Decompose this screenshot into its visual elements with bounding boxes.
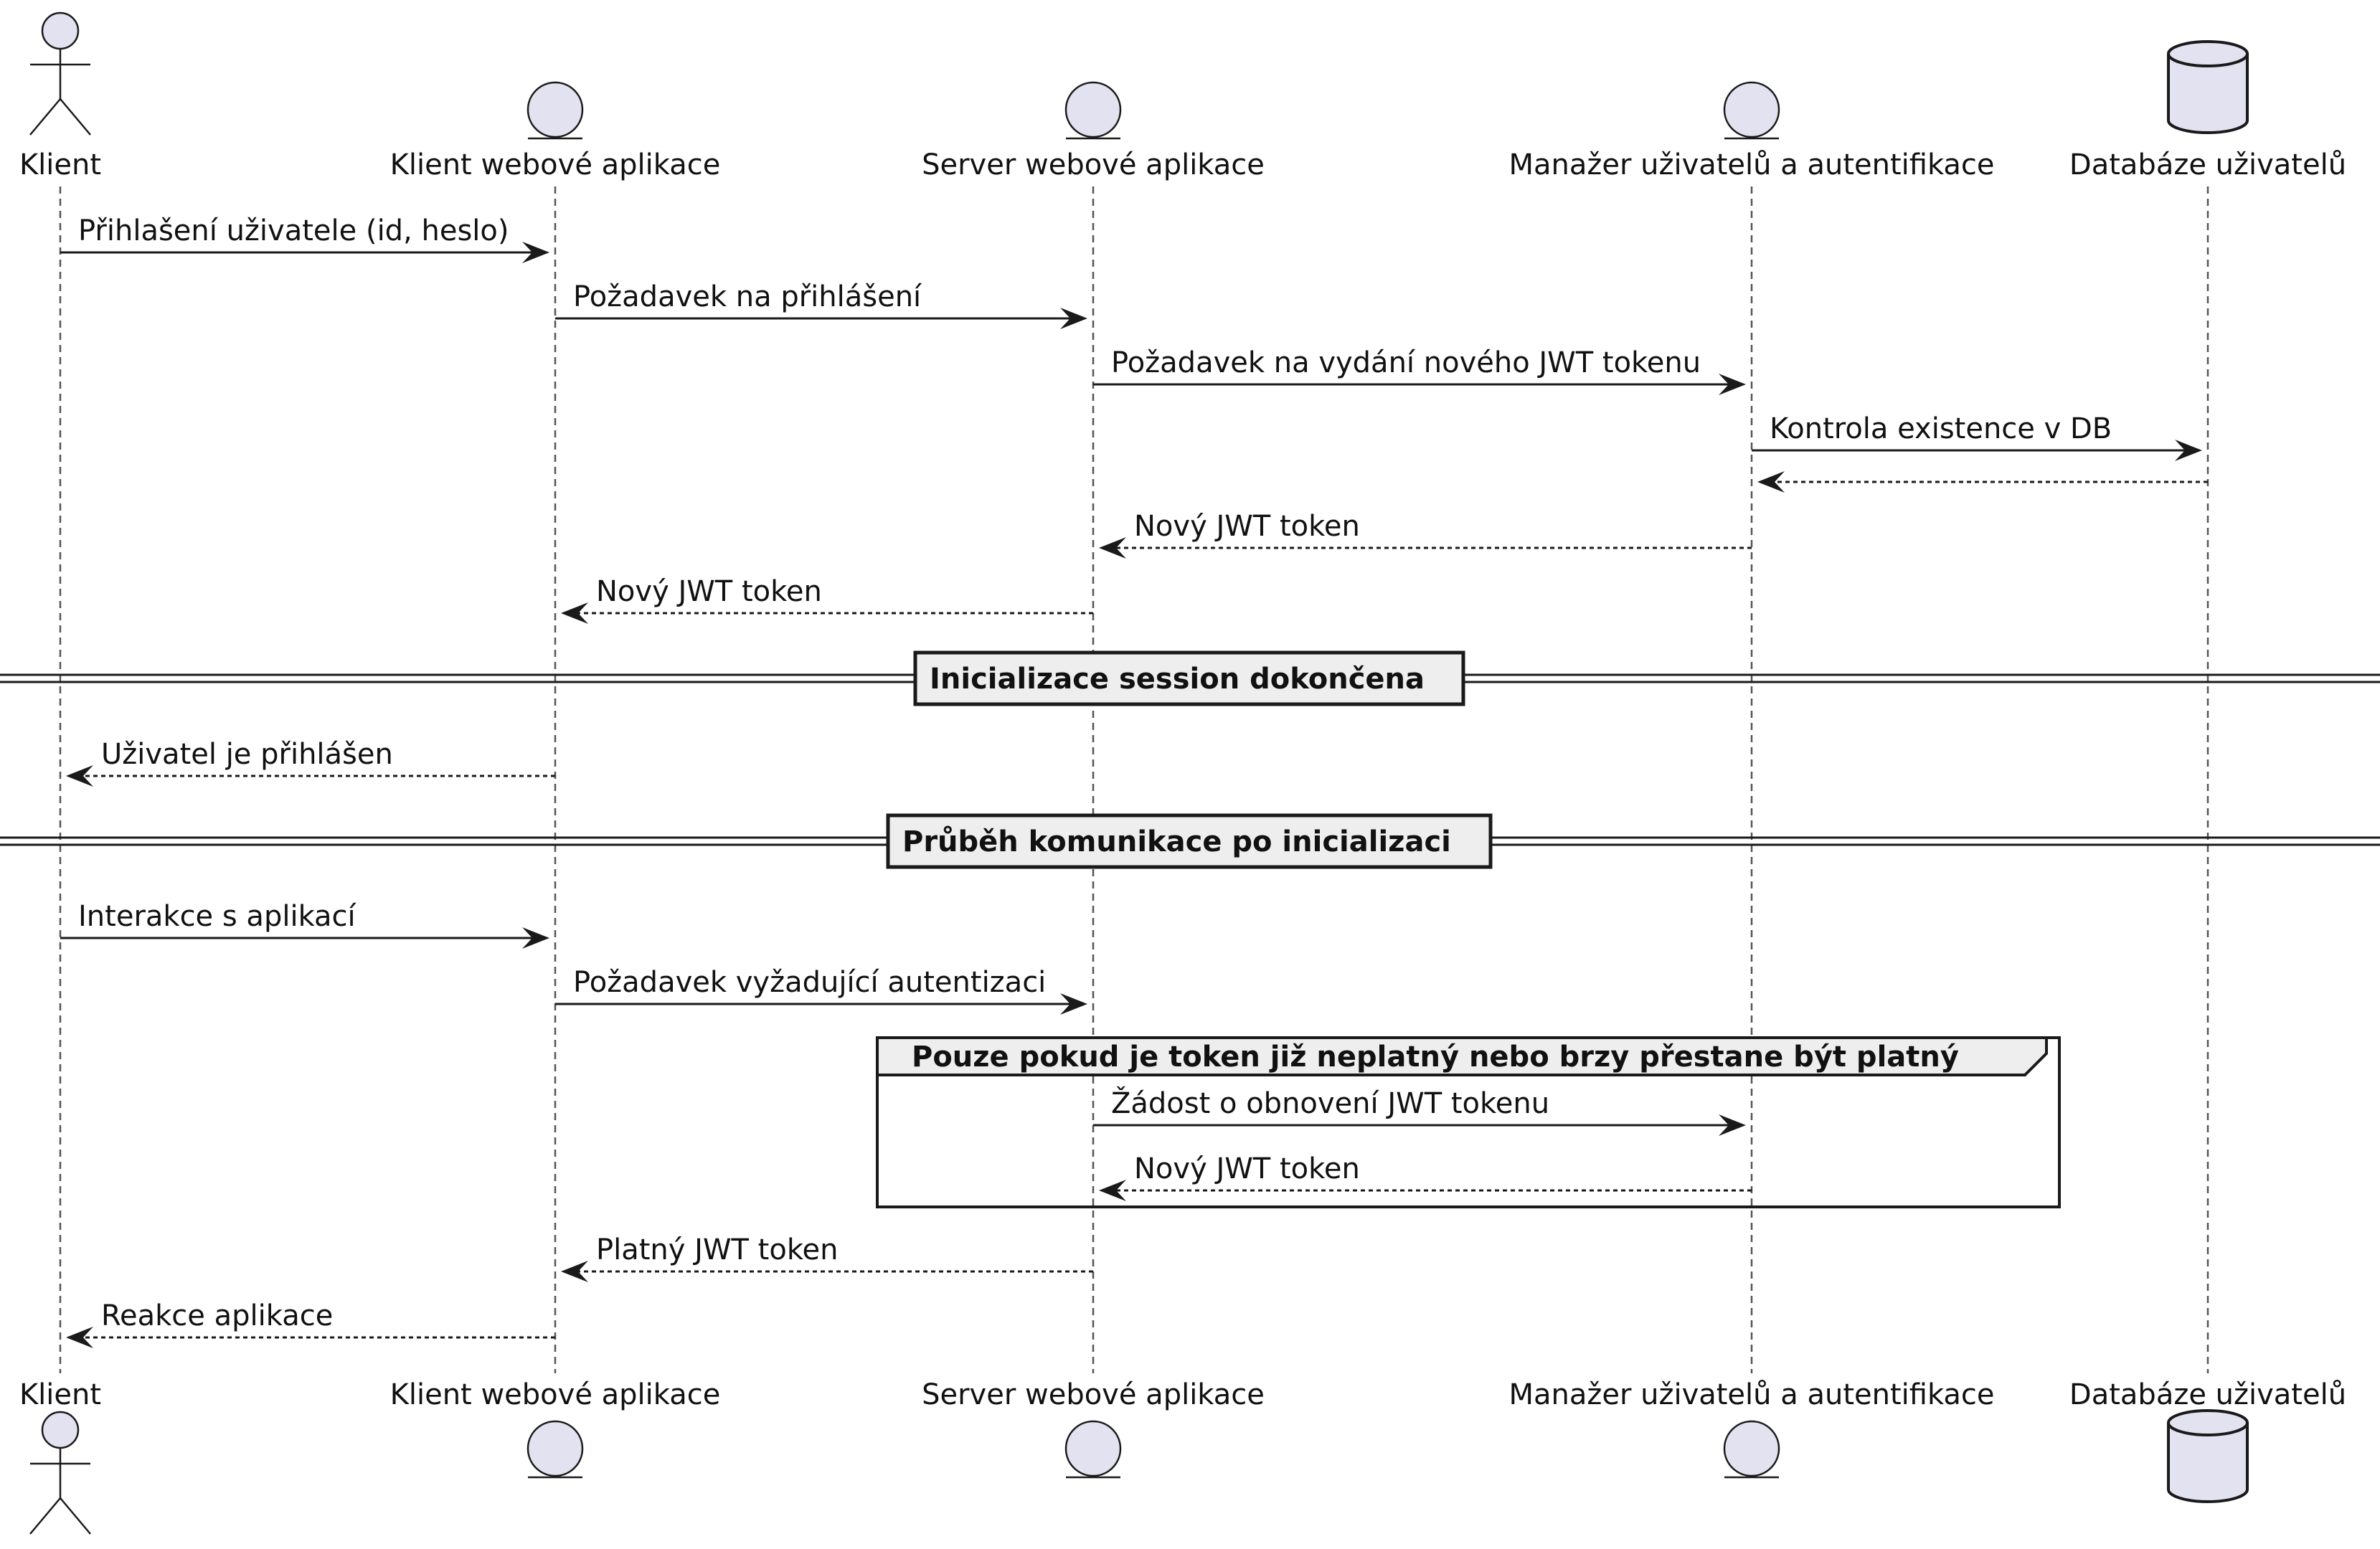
entity-circle: [1723, 81, 1780, 138]
arrow-head: [561, 1261, 588, 1282]
actor-head: [41, 1411, 80, 1449]
participant-p0-bottom: Klient: [19, 1378, 101, 1535]
participant-p3-top: Manažer uživatelů a autentifikace: [1508, 81, 1995, 181]
participant-p2-top: Server webové aplikace: [922, 81, 1265, 181]
message-2: Požadavek na vydání nového JWT tokenu: [1093, 346, 1746, 395]
message-7: Uživatel je přihlášen: [66, 738, 555, 787]
entity-circle: [1064, 1420, 1122, 1477]
participant-label: Klient webové aplikace: [390, 1378, 721, 1411]
arrow-head: [66, 765, 93, 787]
divider-box: [886, 813, 1493, 869]
message-12: Platný JWT token: [561, 1233, 1093, 1282]
participant-p1-top: Klient webové aplikace: [390, 81, 721, 181]
message-11: Nový JWT token: [1099, 1152, 1752, 1201]
arrow-head: [522, 242, 549, 263]
group-frame: Pouze pokud je token již neplatný nebo b…: [876, 1036, 2061, 1208]
divider-label: Inicializace session dokončena: [930, 663, 1425, 696]
group-label: Pouze pokud je token již neplatný nebo b…: [912, 1041, 1959, 1074]
participant-p0-top: Klient: [19, 11, 101, 181]
group-tab: [876, 1036, 2048, 1076]
message-label: Nový JWT token: [596, 575, 822, 608]
entity-circle: [1064, 81, 1122, 138]
participant-p3-bottom: Manažer uživatelů a autentifikace: [1508, 1378, 1995, 1479]
participant-p4-bottom: Databáze uživatelů: [2069, 1378, 2346, 1503]
message-label: Přihlašení uživatele (id, heslo): [78, 214, 509, 247]
message-4: [1757, 471, 2208, 493]
participant-label: Klient: [19, 1378, 101, 1411]
participant-p1-bottom: Klient webové aplikace: [390, 1378, 721, 1479]
message-label: Kontrola existence v DB: [1770, 412, 2112, 445]
message-label: Platný JWT token: [596, 1233, 839, 1266]
message-13: Reakce aplikace: [66, 1299, 555, 1348]
divider-label: Průběh komunikace po inicializaci: [902, 825, 1451, 858]
arrow-head: [1099, 537, 1126, 559]
arrow-head: [1060, 993, 1087, 1015]
message-0: Přihlašení uživatele (id, heslo): [60, 214, 549, 263]
participant-label: Klient webové aplikace: [390, 148, 721, 181]
participant-label: Databáze uživatelů: [2069, 148, 2346, 181]
arrow-head: [1719, 1114, 1746, 1136]
actor-left-leg: [29, 98, 61, 136]
participant-label: Manažer uživatelů a autentifikace: [1508, 1378, 1994, 1411]
actor-head: [41, 11, 80, 50]
message-5: Nový JWT token: [1099, 510, 1752, 559]
divider-1: Průběh komunikace po inicializaci: [0, 813, 2380, 869]
actor-right-leg: [60, 1497, 91, 1535]
database-rim: [2167, 53, 2249, 67]
message-label: Požadavek na přihlášení: [573, 280, 922, 313]
participant-p4-top: Databáze uživatelů: [2069, 40, 2346, 181]
optional-group-frame: Pouze pokud je token již neplatný nebo b…: [876, 1036, 2061, 1208]
actor-right-leg: [60, 98, 91, 136]
message-label: Požadavek na vydání nového JWT tokenu: [1111, 346, 1701, 379]
arrow-head: [1099, 1180, 1126, 1201]
message-10: Žádost o obnovení JWT tokenu: [1093, 1086, 1746, 1136]
message-label: Reakce aplikace: [101, 1299, 333, 1332]
arrow-head: [561, 602, 588, 624]
message-label: Žádost o obnovení JWT tokenu: [1111, 1086, 1549, 1120]
participant-label: Manažer uživatelů a autentifikace: [1508, 148, 1994, 181]
arrow-head: [1719, 374, 1746, 395]
divider-box: [913, 650, 1465, 706]
arrow-head: [2175, 440, 2202, 461]
participant-label: Databáze uživatelů: [2069, 1378, 2346, 1411]
entity-circle: [526, 1420, 584, 1477]
message-label: Požadavek vyžadující autentizaci: [573, 966, 1046, 999]
message-9: Požadavek vyžadující autentizaci: [555, 966, 1087, 1015]
entity-circle: [1723, 1420, 1780, 1477]
messages: Přihlašení uživatele (id, heslo) Požadave…: [60, 214, 2208, 1348]
message-8: Interakce s aplikací: [60, 900, 549, 949]
participant-label: Server webové aplikace: [922, 1378, 1265, 1411]
arrow-head: [1757, 471, 1785, 493]
message-label: Nový JWT token: [1134, 1152, 1360, 1185]
entity-circle: [526, 81, 584, 138]
arrow-head: [1060, 308, 1087, 329]
actor-left-leg: [29, 1497, 61, 1535]
participant-label: Server webové aplikace: [922, 148, 1265, 181]
participant-p2-bottom: Server webové aplikace: [922, 1378, 1265, 1479]
database-rim: [2167, 1422, 2249, 1436]
message-1: Požadavek na přihlášení: [555, 280, 1087, 329]
arrow-head: [522, 927, 549, 949]
message-label: Uživatel je přihlášen: [101, 738, 393, 771]
divider-0: Inicializace session dokončena: [0, 650, 2380, 706]
message-label: Interakce s aplikací: [78, 900, 357, 933]
arrow-head: [66, 1327, 93, 1348]
participant-label: Klient: [19, 148, 101, 181]
message-3: Kontrola existence v DB: [1752, 412, 2202, 461]
message-label: Nový JWT token: [1134, 510, 1360, 543]
message-6: Nový JWT token: [561, 575, 1093, 624]
